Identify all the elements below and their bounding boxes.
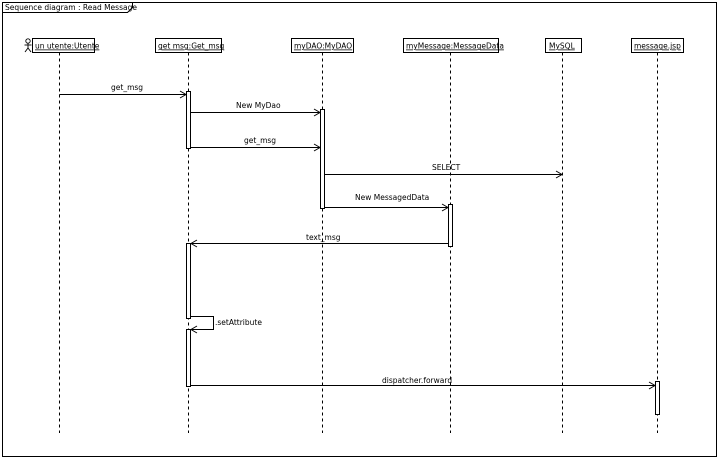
lifeline-label: get msg:Get_msg	[158, 42, 225, 51]
message-new-messageddata: New MessagedData	[324, 193, 449, 212]
message-label: .setAttribute	[215, 318, 262, 327]
message-get-msg-1: get_msg	[59, 83, 187, 99]
arrowhead-icon	[313, 143, 321, 152]
activation-bar	[186, 329, 191, 387]
lifeline-box[interactable]	[32, 38, 95, 53]
arrowhead-icon	[190, 325, 198, 334]
message-label: get_msg	[111, 83, 143, 92]
activation-bar	[448, 204, 453, 247]
lifeline-label: myDAO:MyDAO	[294, 42, 352, 51]
message-setattribute: .setAttribute	[190, 316, 262, 334]
message-label: New MyDao	[236, 101, 281, 110]
arrowhead-icon	[179, 90, 187, 99]
arrowhead-icon	[313, 108, 321, 117]
message-label: text_msg	[306, 233, 341, 242]
arrowhead-icon	[441, 203, 449, 212]
lifeline-messagejsp: message.jsp	[631, 38, 684, 433]
message-new-mydao: New MyDao	[190, 101, 321, 117]
message-label: SELECT	[432, 163, 461, 172]
lifeline-mymessage: myMessage:MessageData	[403, 38, 504, 433]
message-text-msg: text_msg	[190, 233, 449, 248]
arrowhead-icon	[555, 170, 563, 179]
lifeline-utente: un utente:Utente	[24, 38, 100, 433]
message-get-msg-2: get_msg	[190, 136, 321, 152]
lifeline-mydao: myDAO:MyDAO	[291, 38, 354, 433]
actor-icon	[24, 38, 32, 53]
frame-title: Sequence diagram : Read Message	[5, 3, 137, 12]
lifeline-label: un utente:Utente	[35, 42, 100, 51]
lifeline-label: MySQL	[549, 42, 576, 51]
arrowhead-icon	[648, 381, 656, 390]
lifeline-label: myMessage:MessageData	[406, 42, 504, 51]
message-label: get_msg	[244, 136, 276, 145]
message-line	[190, 316, 214, 330]
lifeline-getmsg: get msg:Get_msg	[155, 38, 225, 433]
activation-bar	[186, 91, 191, 149]
lifeline-box[interactable]	[545, 38, 582, 53]
lifeline-mysql: MySQL	[545, 38, 582, 433]
message-label: New MessagedData	[355, 193, 429, 202]
frame-title-tab	[2, 2, 133, 13]
activation-bar	[320, 109, 325, 209]
message-dispatcher-forward: dispatcher.forward	[190, 376, 656, 390]
activation-bar	[186, 243, 191, 319]
arrowhead-icon	[190, 239, 198, 248]
activation-bar	[655, 381, 660, 415]
lifeline-label: message.jsp	[634, 42, 681, 51]
message-label: dispatcher.forward	[382, 376, 452, 385]
message-select: SELECT	[324, 163, 563, 179]
